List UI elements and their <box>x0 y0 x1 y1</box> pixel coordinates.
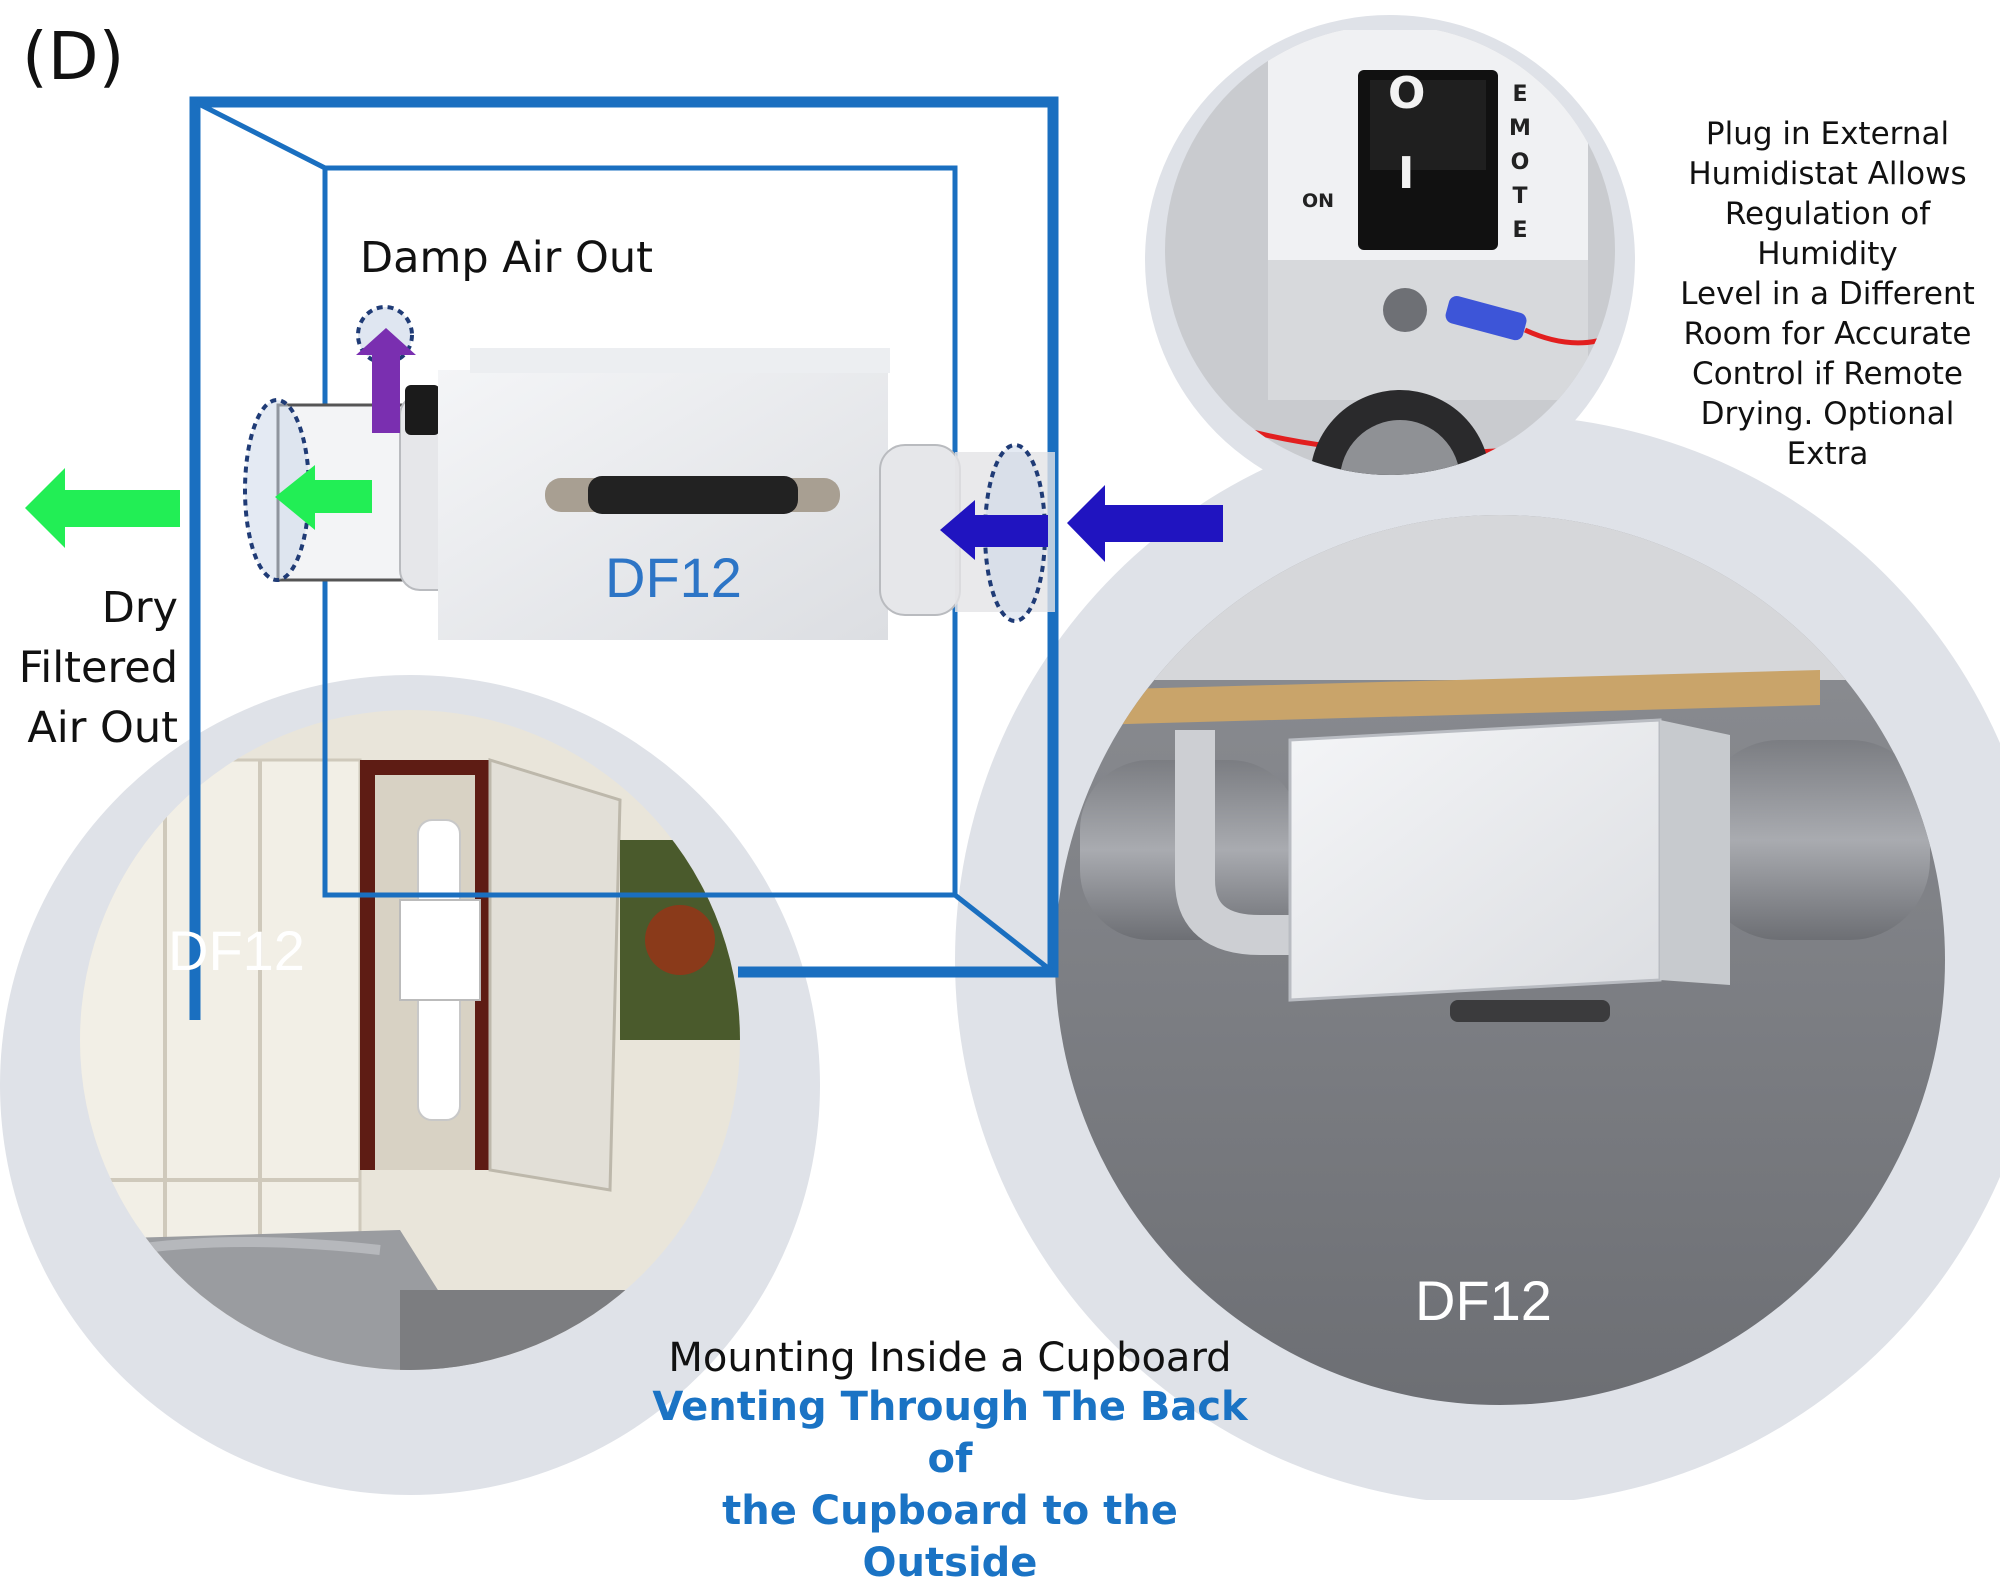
humidistat-note: Plug in External Humidistat Allows Regul… <box>1660 114 1995 474</box>
cupboard-photo <box>0 675 820 1495</box>
dry-label-line-3: Air Out <box>27 703 178 753</box>
diagram-canvas <box>0 15 2000 1500</box>
unit-model-label: DF12 <box>605 546 742 609</box>
damp-air-out-label: Damp Air Out <box>360 233 653 283</box>
ceiling-model-label: DF12 <box>1415 1269 1552 1332</box>
note-line: Drying. Optional Extra <box>1700 396 1955 472</box>
on-label: ON <box>1302 190 1335 212</box>
remote-letter: E <box>1512 82 1528 107</box>
dry-air-arrow-outer <box>25 468 180 548</box>
caption: Mounting Inside a Cupboard Venting Throu… <box>640 1335 1260 1589</box>
ceiling-mount-photo <box>955 415 2000 1500</box>
dry-label-line-2: Filtered <box>18 643 178 693</box>
note-line: Humidistat Allows <box>1688 156 1967 192</box>
dry-label-line-1: Dry <box>101 583 178 633</box>
switch-off-symbol: O <box>1388 68 1426 119</box>
caption-line-1: Mounting Inside a Cupboard <box>668 1335 1232 1381</box>
dry-filtered-air-out-label: Dry Filtered Air Out <box>0 578 178 758</box>
note-line: Regulation of Humidity <box>1724 196 1931 272</box>
note-line: Level in a Different <box>1680 276 1975 312</box>
intake-arrow-outer <box>1067 485 1223 562</box>
caption-line-3: the Cupboard to the Outside <box>722 1488 1178 1586</box>
switch-panel-photo <box>1145 15 1635 505</box>
switch-on-symbol: I <box>1398 148 1415 199</box>
remote-letter: O <box>1510 150 1530 175</box>
dry-air-arrow-inner <box>275 465 372 530</box>
remote-label: E M O T E <box>1508 78 1532 248</box>
remote-letter: M <box>1509 116 1531 141</box>
remote-letter: T <box>1512 184 1528 209</box>
caption-line-2: Venting Through The Back of <box>652 1384 1248 1482</box>
note-line: Control if Remote <box>1692 356 1963 392</box>
damp-air-arrow <box>356 328 416 433</box>
panel-label: (D) <box>22 18 125 95</box>
dehumidifier-unit <box>276 348 1055 640</box>
remote-letter: E <box>1512 218 1528 243</box>
intake-arrow-inner <box>940 500 1048 560</box>
note-line: Plug in External <box>1705 116 1950 152</box>
note-line: Room for Accurate <box>1683 316 1972 352</box>
cupboard-model-label: DF12 <box>168 919 305 982</box>
